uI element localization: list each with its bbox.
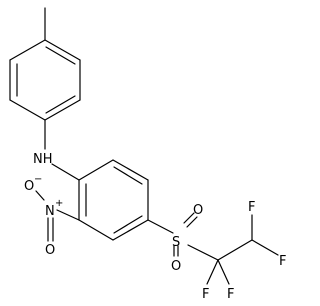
- charge-nitro-n: +: [55, 198, 63, 209]
- bond-ring2-d-inner: [113, 215, 143, 234]
- bond-cf2-chf2: [217, 239, 253, 261]
- bond-nh-ring2: [51, 163, 80, 181]
- molecule-diagram: NH N + O − O S O O F F F F: [9, 7, 286, 302]
- atom-f-right: F: [279, 254, 286, 269]
- bond-ring2-b: [112, 159, 149, 181]
- bond-ring2-e: [78, 219, 114, 241]
- atom-nitro-o-top: O: [24, 179, 34, 194]
- bond-chf2-f-right: [251, 239, 279, 256]
- bond-ring1-f: [9, 39, 46, 61]
- bond-sulfur-o-top-a: [186, 216, 198, 228]
- atom-nitro-o-bottom: O: [45, 243, 55, 258]
- bond-ring1-a: [44, 39, 81, 61]
- bond-ring2-a: [78, 159, 114, 181]
- bond-ring1-c: [44, 99, 81, 121]
- charge-nitro-o-top: −: [34, 174, 42, 185]
- bond-sulfur-o-top-b: [183, 212, 195, 224]
- atom-sulfur: S: [172, 235, 180, 250]
- bond-cf2-f-bottom-left: [206, 259, 219, 285]
- bond-nitro-o-top: [35, 190, 45, 201]
- bond-ring1-c-inner: [45, 95, 76, 114]
- bonds: [9, 7, 279, 285]
- bond-ring2-nitro: [56, 209, 80, 221]
- atom-f-bottom-right: F: [227, 287, 234, 302]
- atom-sulfonyl-o-top: O: [193, 203, 203, 218]
- bond-ring1-d: [9, 99, 46, 121]
- atom-nitro-n: N: [45, 204, 55, 219]
- bond-ring1-a-inner: [45, 46, 76, 65]
- bond-ring2-b-inner: [113, 166, 143, 185]
- atom-f-bottom-left: F: [202, 287, 209, 302]
- bond-ring2-d: [112, 219, 149, 241]
- bond-cf2-f-bottom-right: [217, 259, 230, 285]
- bond-sulfur-cf2: [187, 244, 219, 261]
- bond-ring2-sulfur: [147, 219, 174, 234]
- atom-sulfonyl-o-bottom: O: [171, 259, 181, 274]
- atom-nh: NH: [33, 152, 53, 167]
- atom-f-top: F: [248, 200, 255, 215]
